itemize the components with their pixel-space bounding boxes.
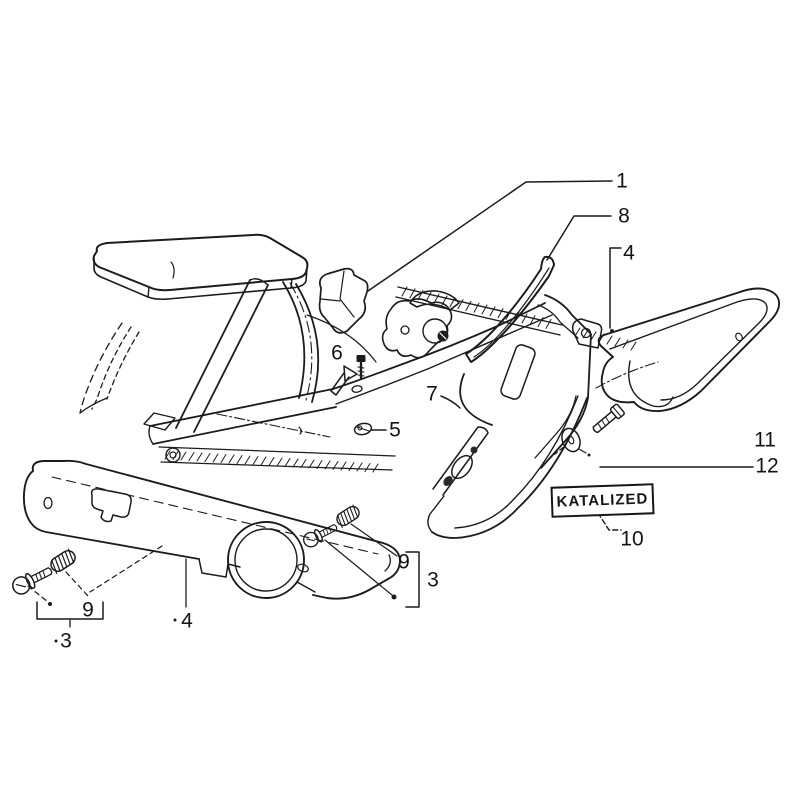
round-cover <box>227 521 305 599</box>
slot-hole <box>500 344 536 400</box>
callout-12: 12 <box>755 454 779 478</box>
seat-slab-drawing <box>92 233 309 301</box>
callout-11: 11 <box>754 428 776 452</box>
bracket-part1-drawing <box>318 267 369 334</box>
callout-6: 6 <box>331 341 343 365</box>
right-floor-rail-drawing <box>597 287 781 413</box>
bracket-4-right <box>609 247 622 329</box>
callout-5: 5 <box>389 418 401 442</box>
footwell-arch <box>459 373 493 426</box>
callout-3-right: 3 <box>427 568 439 592</box>
katalized-decal: KATALIZED <box>550 483 655 518</box>
screw-left-drawing <box>12 567 53 595</box>
trim-strip-part8-drawing <box>465 255 555 363</box>
center-body-drawing <box>148 286 659 539</box>
screw-right-drawing <box>303 524 338 548</box>
panel-hole <box>43 496 53 510</box>
stand-lever <box>432 426 489 496</box>
left-side-panel-drawing <box>22 459 401 600</box>
callout-9-right: 9 <box>398 550 410 574</box>
motion-lines <box>79 322 140 414</box>
nut-part5-drawing <box>353 422 373 436</box>
callout-3-left: 3 <box>60 629 72 653</box>
leader-7 <box>440 395 461 409</box>
hex-bolt-part11-drawing <box>592 403 625 434</box>
callout-10: 10 <box>620 527 644 551</box>
spring-left-drawing <box>50 548 76 575</box>
callout-8: 8 <box>618 204 630 228</box>
leader-lines <box>27 180 754 643</box>
callout-1: 1 <box>616 169 628 193</box>
leader-9-right <box>350 523 398 557</box>
panel-cutout <box>90 488 132 523</box>
rail-hole <box>735 332 743 342</box>
spring-right-drawing <box>336 504 360 528</box>
arrow-bracket-drawing <box>330 365 358 396</box>
leader-10 <box>597 512 622 531</box>
leader-1 <box>367 180 613 292</box>
mount-bracket <box>571 318 603 349</box>
screw-part6-drawing <box>351 355 366 393</box>
washer-part12-drawing <box>561 427 591 457</box>
roller <box>451 454 473 480</box>
callout-4-left: 4 <box>181 609 193 633</box>
bracket-3-right <box>405 551 420 608</box>
callout-9-left: 9 <box>82 598 94 622</box>
leader-8 <box>546 215 612 261</box>
callout-7: 7 <box>426 382 438 406</box>
grommet-hole <box>165 447 181 463</box>
callout-4-right: 4 <box>623 241 635 265</box>
frame-tubes-drawing <box>143 278 377 433</box>
